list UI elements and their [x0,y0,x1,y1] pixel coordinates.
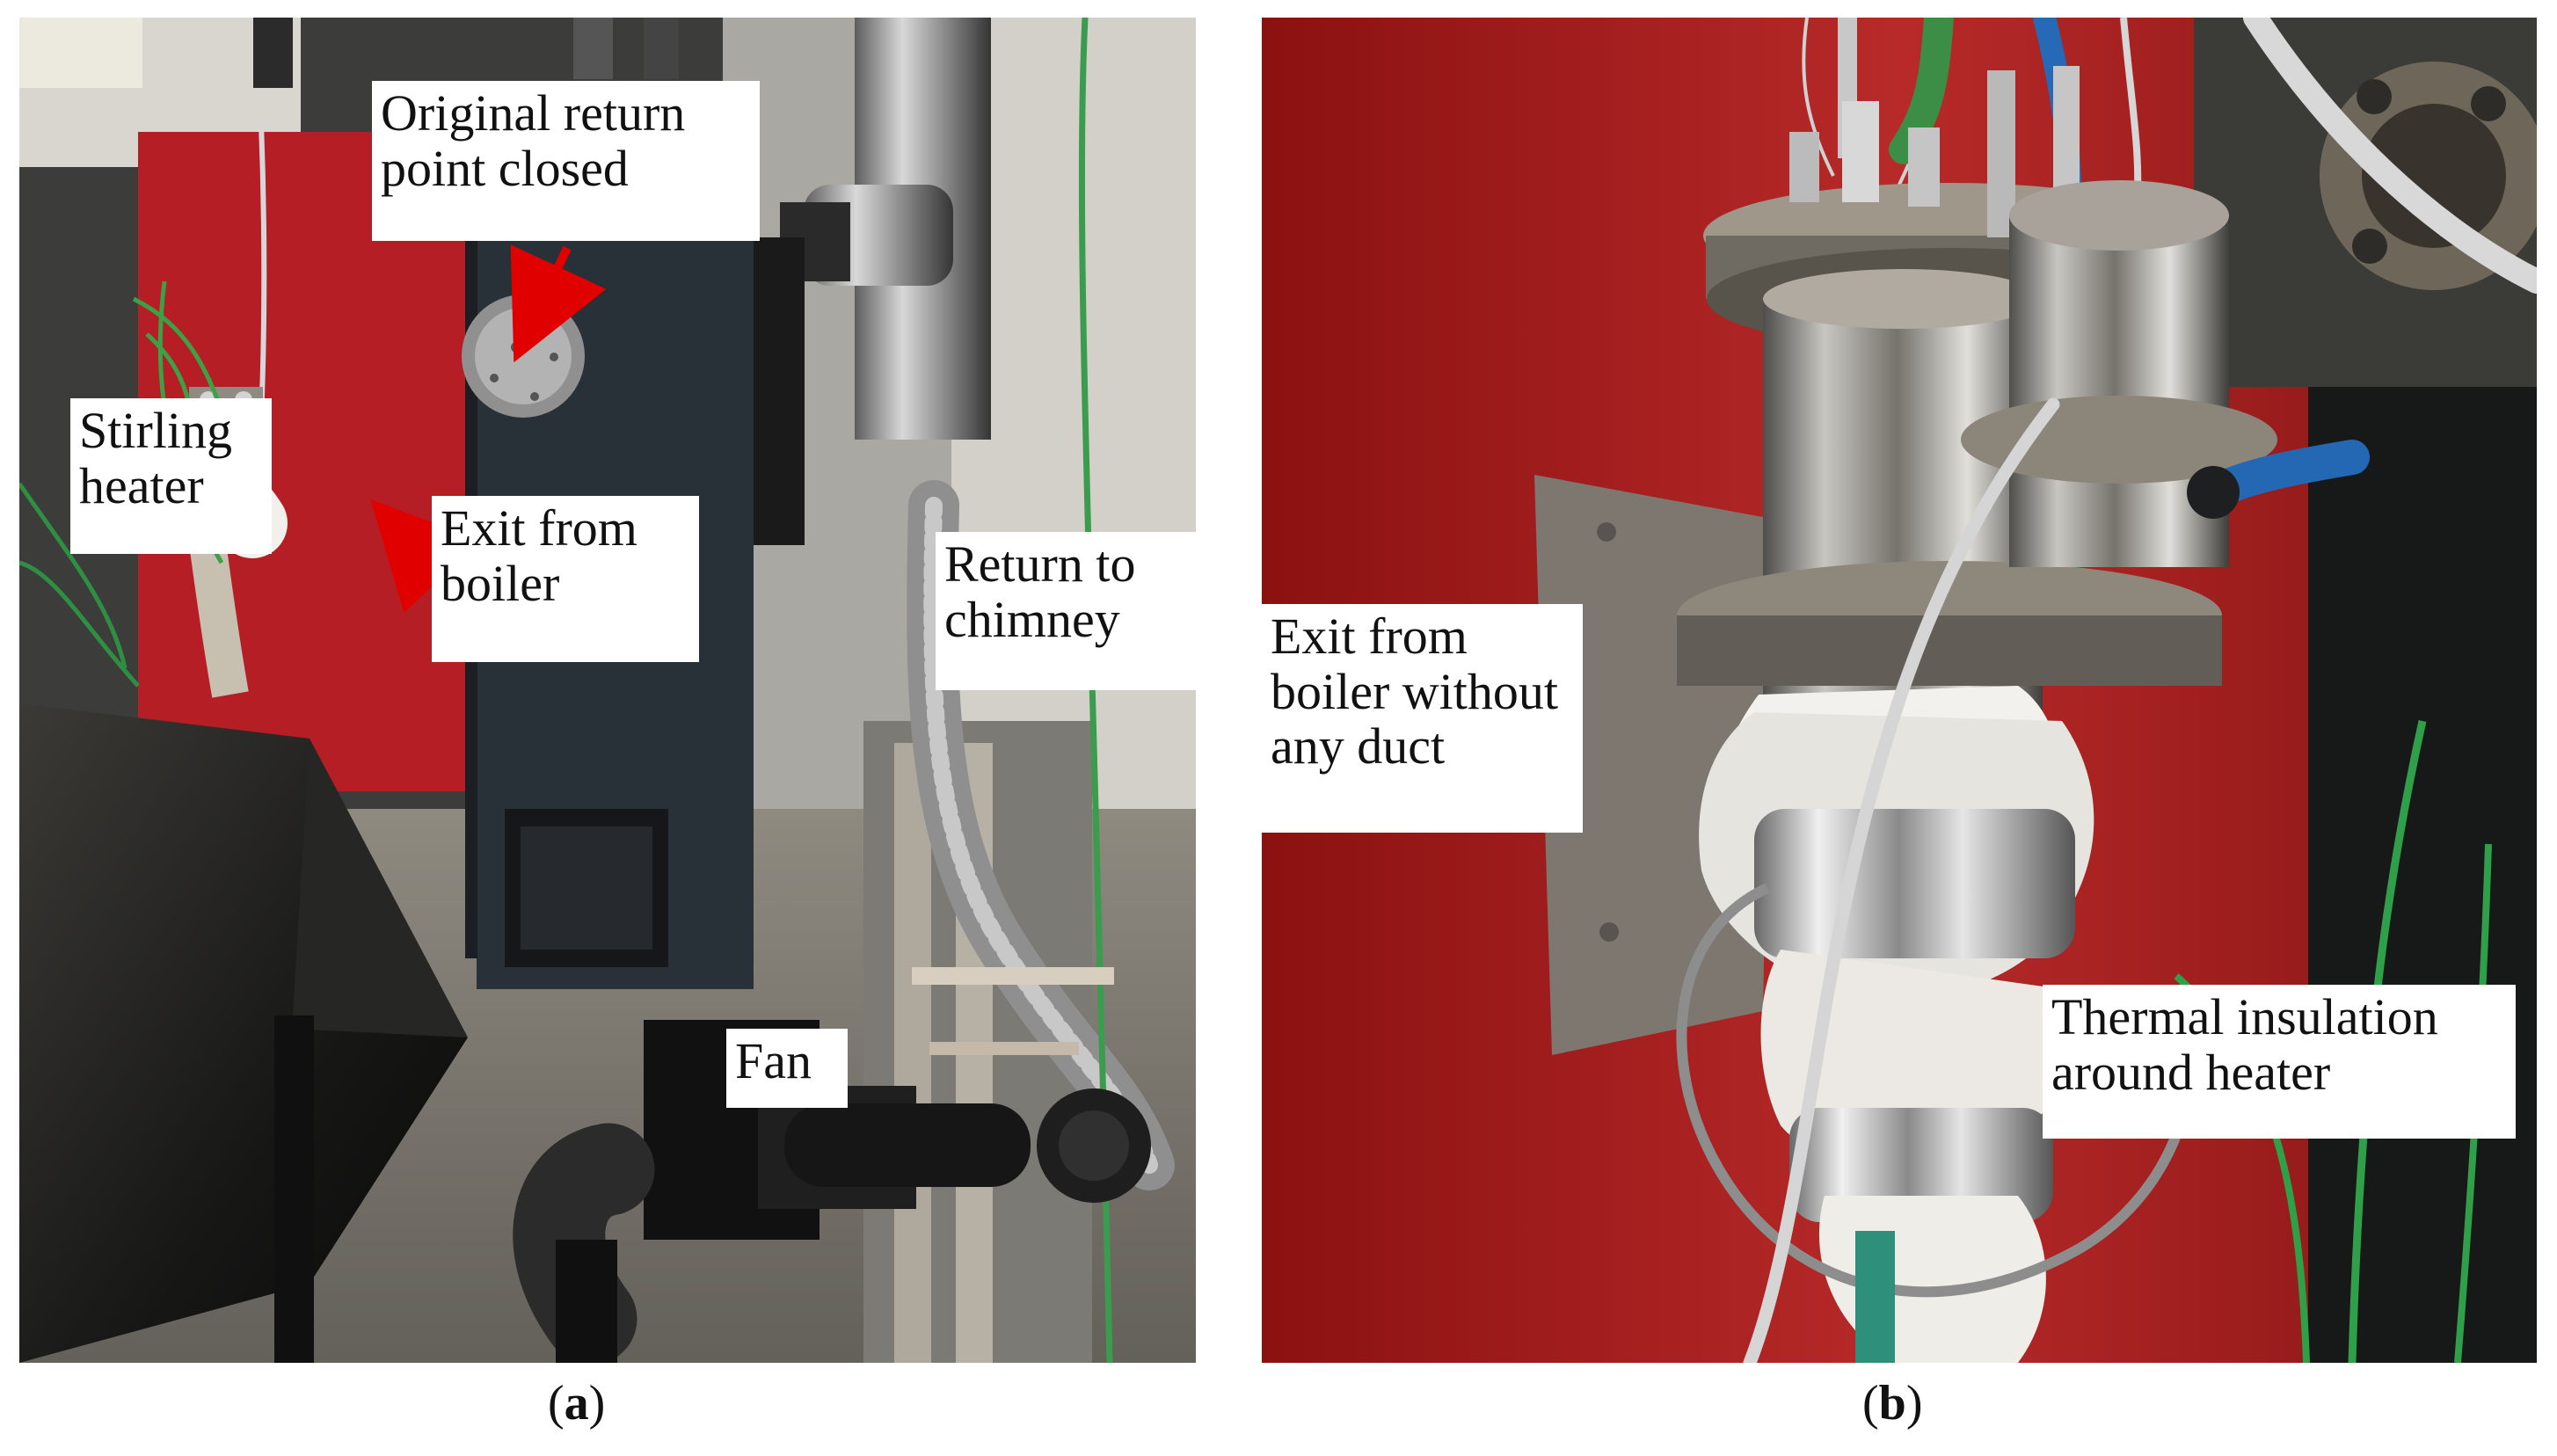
callout-fan: Fan [726,1029,848,1108]
photo-panel-a: Original return point closed Stirling he… [19,18,1196,1363]
callout-original-return-point: Original return point closed [372,81,760,241]
caption-letter-b: b [1878,1376,1906,1431]
photo-panel-b: Exit from boiler without any duct Therma… [1262,18,2537,1363]
callout-exit-from-boiler: Exit from boiler [432,496,699,662]
caption-panel-b: (b) [1862,1376,1923,1431]
caption-letter-a: a [564,1376,589,1431]
callout-stirling-heater: Stirling heater [70,398,272,554]
stirling-heater-photo [1262,18,2537,1363]
caption-panel-a: (a) [548,1376,606,1431]
callout-exit-without-duct: Exit from boiler without any duct [1262,604,1583,833]
callout-thermal-insulation: Thermal insulation around heater [2043,985,2516,1139]
callout-return-to-chimney: Return to chimney [936,532,1196,690]
